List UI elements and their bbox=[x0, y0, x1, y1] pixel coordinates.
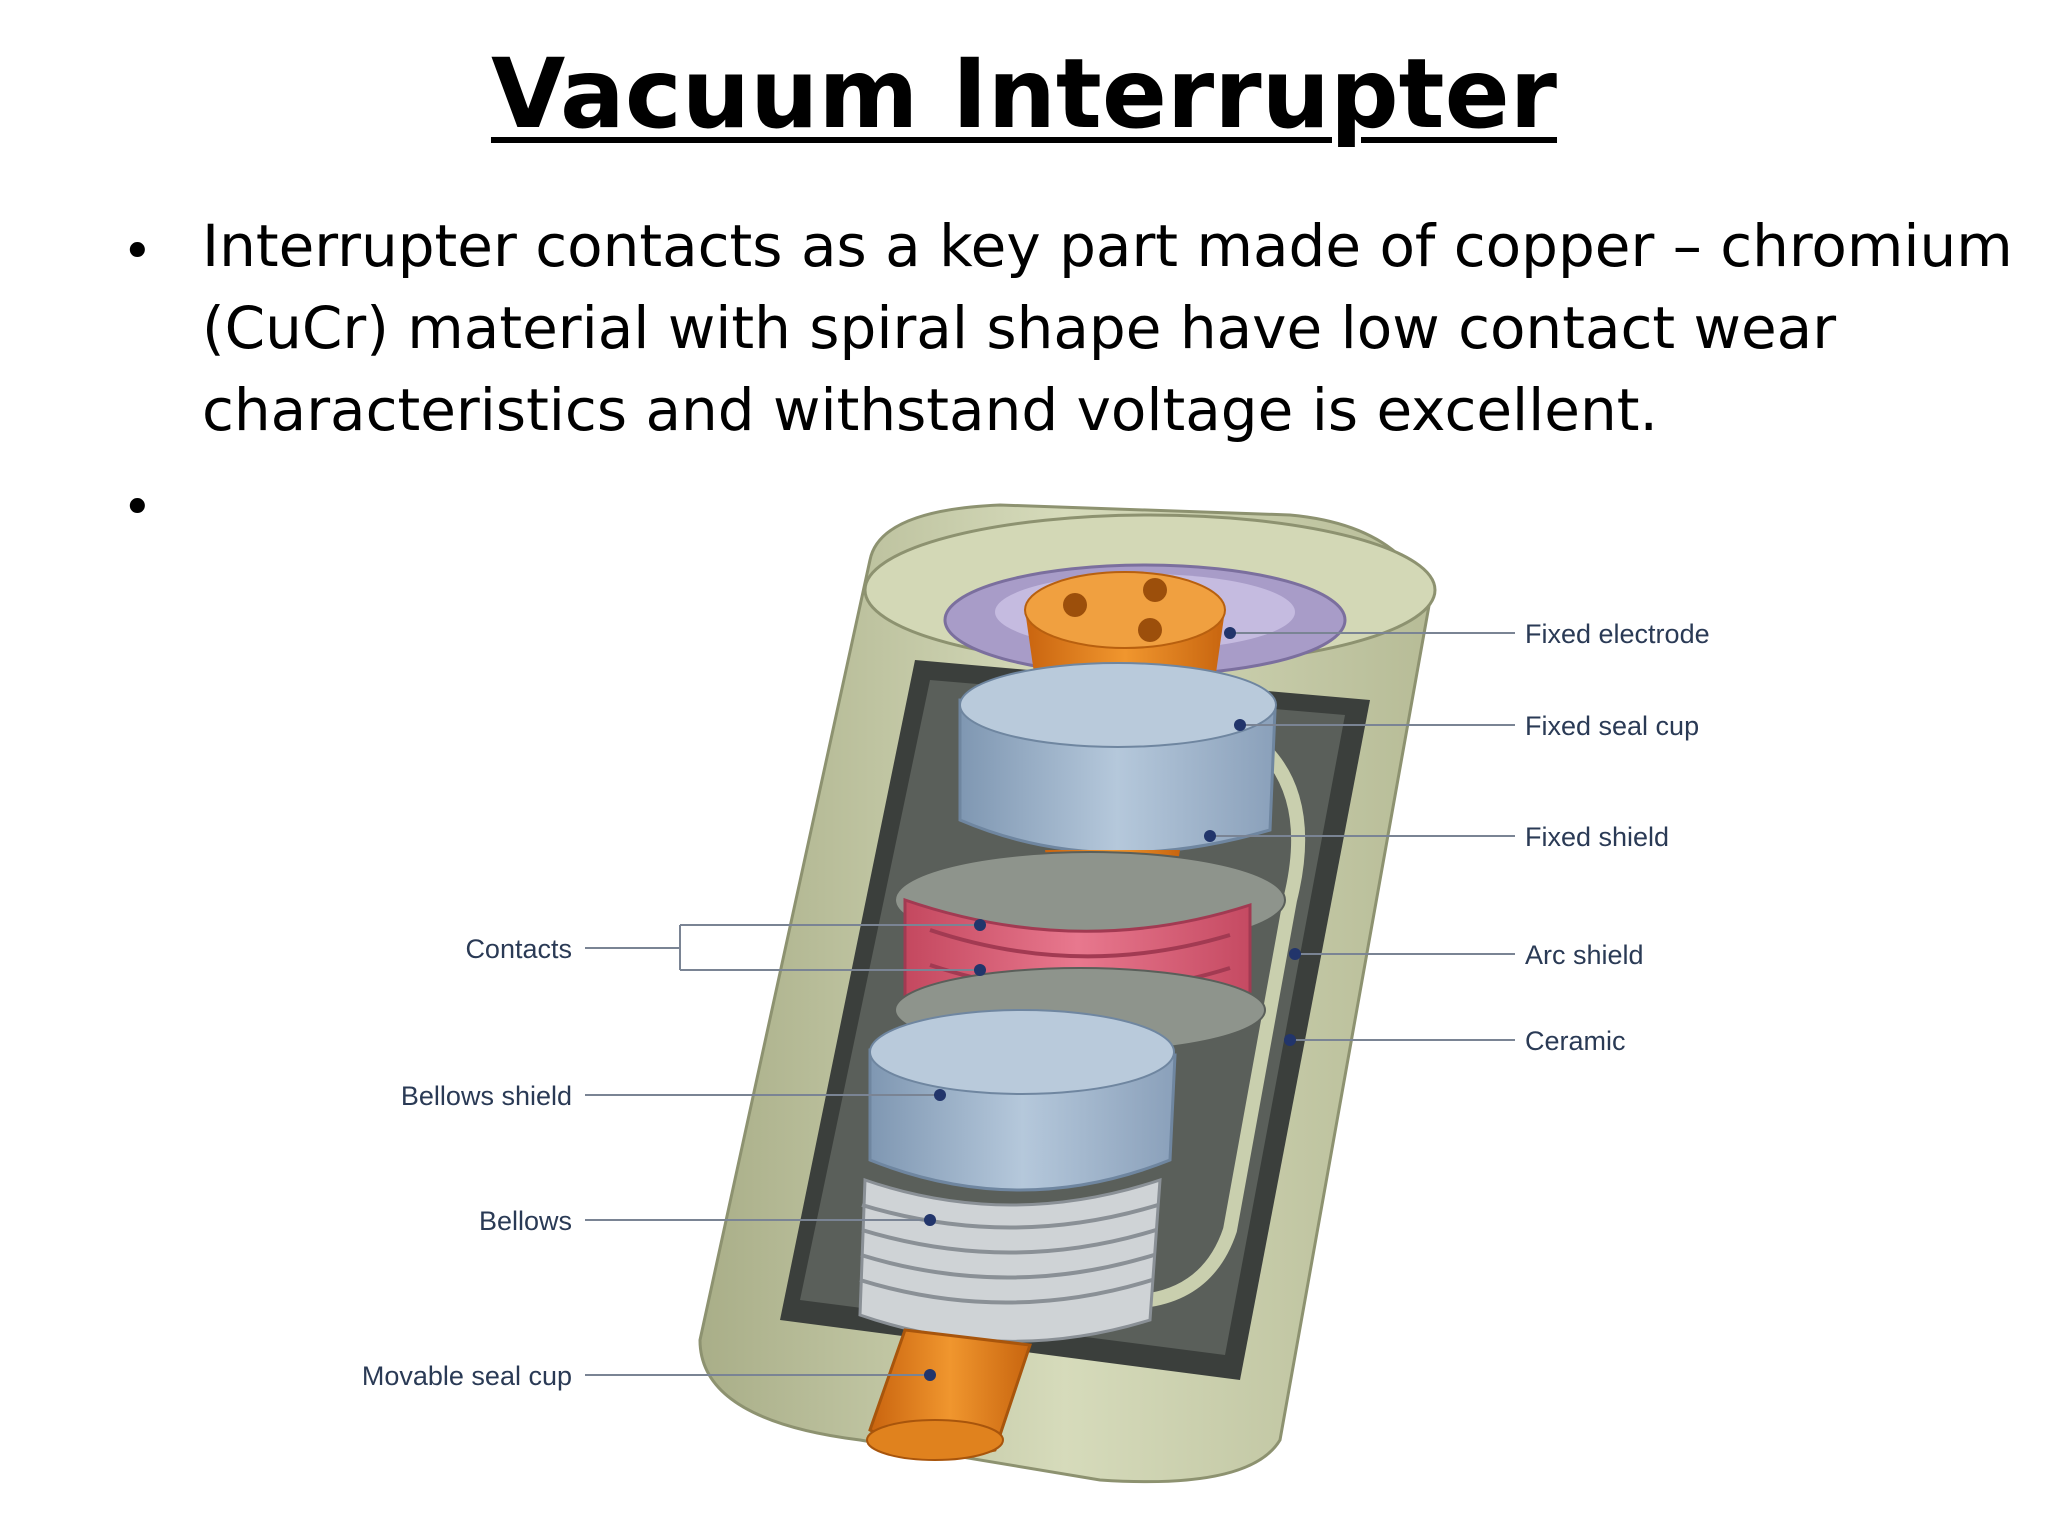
label-contacts: Contacts bbox=[465, 934, 572, 964]
label-bellows-shield: Bellows shield bbox=[401, 1081, 572, 1111]
label-fixed-shield: Fixed shield bbox=[1525, 822, 1669, 852]
label-ceramic: Ceramic bbox=[1525, 1026, 1626, 1056]
movable-seal-cup-shape bbox=[866, 1328, 1033, 1461]
bullet-marker-1: • bbox=[122, 222, 153, 282]
slide-title: Vacuum Interrupter bbox=[0, 38, 2048, 150]
leader-dots bbox=[924, 627, 1301, 1381]
label-arc-shield: Arc shield bbox=[1525, 940, 1644, 970]
label-bellows: Bellows bbox=[479, 1206, 572, 1236]
bullet-1-line-3: characteristics and withstand voltage is… bbox=[202, 376, 1658, 444]
bullet-1-line-1: Interrupter contacts as a key part made … bbox=[202, 212, 2013, 280]
bellows-shape bbox=[858, 1177, 1162, 1343]
bullet-marker-2: • bbox=[122, 478, 153, 538]
label-fixed-electrode: Fixed electrode bbox=[1525, 619, 1710, 649]
label-fixed-seal-cup: Fixed seal cup bbox=[1525, 711, 1699, 741]
bellows-shield-shape bbox=[868, 1009, 1177, 1192]
fixed-shield-shape bbox=[958, 662, 1277, 890]
bullet-1-line-2: (CuCr) material with spiral shape have l… bbox=[202, 294, 1837, 362]
slide-title-text: Vacuum Interrupter bbox=[490, 38, 1558, 150]
label-movable-seal-cup: Movable seal cup bbox=[362, 1361, 572, 1391]
bullet-text-1: Interrupter contacts as a key part made … bbox=[202, 205, 2013, 451]
leader-lines bbox=[585, 632, 1515, 1376]
